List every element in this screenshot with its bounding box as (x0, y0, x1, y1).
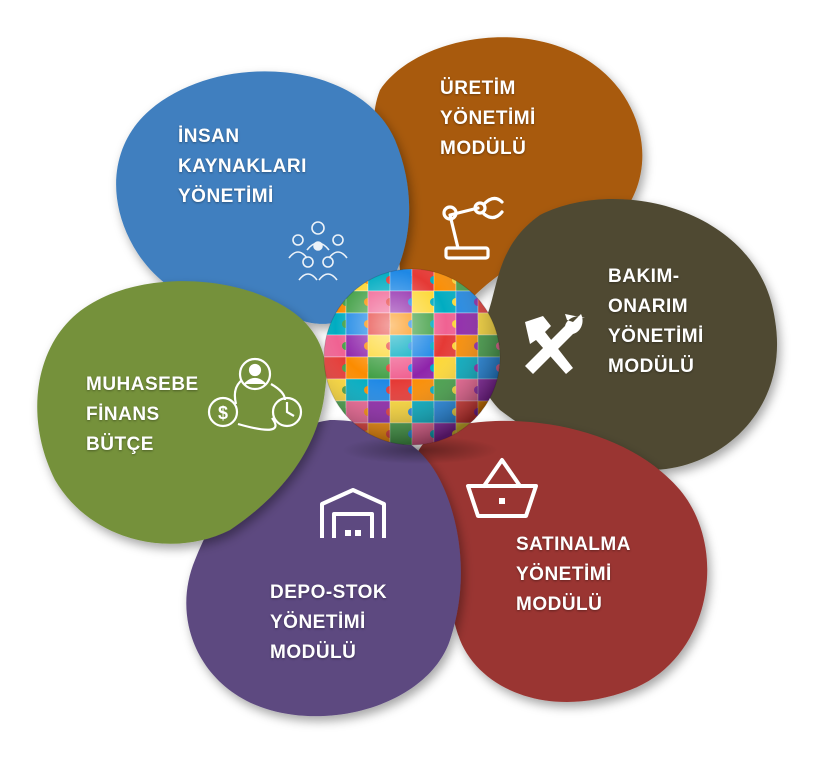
finance-cycle-icon: $ (207, 357, 303, 431)
module-label-line: KAYNAKLARI (178, 156, 307, 177)
puzzle-globe-icon (323, 268, 501, 464)
module-label-line: MODÜLÜ (440, 138, 527, 159)
svg-text:$: $ (218, 403, 228, 423)
module-label-line: İNSAN (178, 126, 240, 147)
module-label-line: YÖNETİMİ (270, 612, 366, 633)
module-label-hr: İNSAN KAYNAKLARI YÖNETİMİ (178, 122, 307, 212)
module-label-line: YÖNETİMİ (608, 326, 704, 347)
module-label-warehouse: DEPO-STOK YÖNETİMİ MODÜLÜ (270, 578, 387, 668)
module-label-line: FİNANS (86, 404, 160, 425)
module-label-line: MUHASEBE (86, 374, 199, 395)
module-label-line: BÜTÇE (86, 434, 154, 455)
module-label-line: SATINALMA (516, 534, 631, 555)
basket-icon (466, 458, 538, 518)
petal-maintenance[interactable] (476, 199, 778, 470)
module-label-production: ÜRETİM YÖNETİMİ MODÜLÜ (440, 74, 536, 164)
module-label-purchasing: SATINALMA YÖNETİMİ MODÜLÜ (516, 530, 631, 620)
module-label-line: YÖNETİMİ (516, 564, 612, 585)
people-network-icon (288, 221, 348, 281)
petal-hr[interactable] (116, 71, 410, 324)
module-label-line: ÜRETİM (440, 78, 516, 99)
module-label-line: MODÜLÜ (270, 642, 357, 663)
wrench-hammer-icon (525, 314, 585, 374)
module-label-line: DEPO-STOK (270, 582, 388, 603)
module-label-line: MODÜLÜ (516, 594, 603, 615)
module-label-line: BAKIM- (608, 266, 680, 287)
module-label-maintenance: BAKIM- ONARIM YÖNETİMİ MODÜLÜ (608, 262, 704, 382)
module-label-line: YÖNETİMİ (440, 108, 536, 129)
module-label-line: ONARIM (608, 296, 689, 317)
module-label-line: MODÜLÜ (608, 356, 695, 377)
petal-purchasing[interactable] (409, 420, 708, 702)
petal-finance[interactable] (37, 281, 327, 544)
module-label-finance: MUHASEBE FİNANS BÜTÇE (86, 370, 199, 460)
warehouse-icon (320, 488, 386, 538)
robot-arm-icon (442, 196, 504, 260)
module-label-line: YÖNETİMİ (178, 186, 274, 207)
